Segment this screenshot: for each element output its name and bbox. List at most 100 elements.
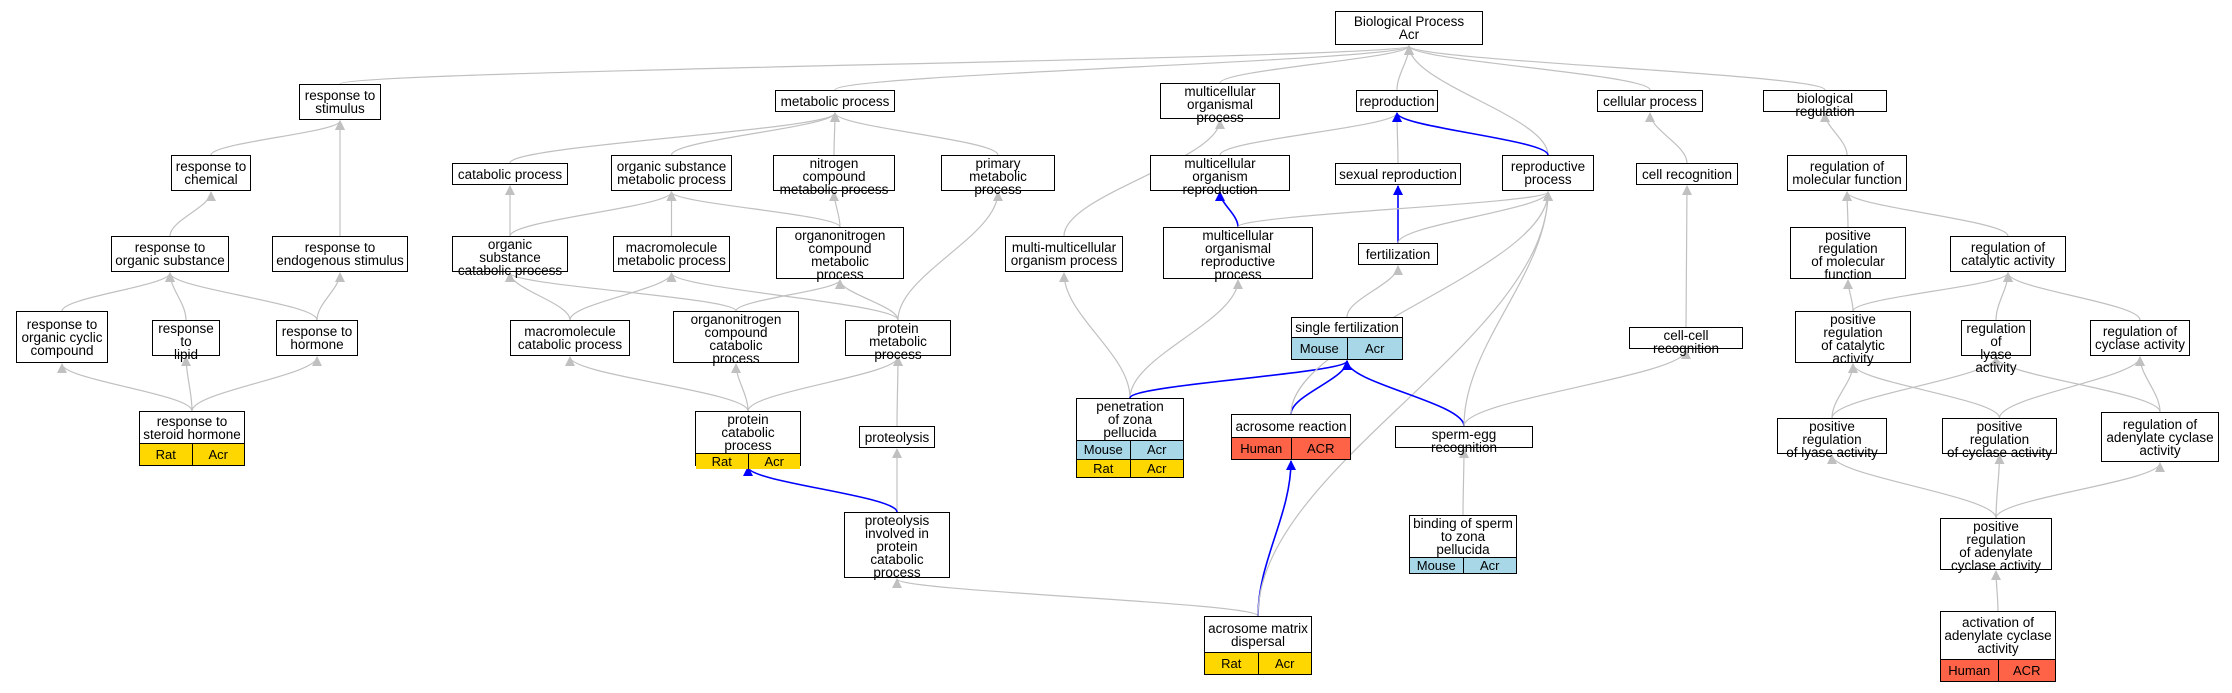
go-term-node-ser[interactable]: sperm-egg recognition xyxy=(1395,426,1533,454)
go-term-node-reprop[interactable]: reproductive process xyxy=(1502,155,1594,191)
go-term-node-sexrep[interactable]: sexual reproduction xyxy=(1335,163,1461,185)
go-term-node-rla[interactable]: regulation of lyase activity xyxy=(1961,320,2031,374)
highlighted-edge xyxy=(1257,460,1296,617)
go-term-node-mcrp[interactable]: multicellular organismal reproductive pr… xyxy=(1163,227,1313,281)
is-a-edge xyxy=(1290,191,1553,415)
is-a-edge xyxy=(1392,112,1403,164)
go-term-label: regulation of catalytic activity xyxy=(1961,240,2055,268)
go-term-node-pmp[interactable]: primary metabolic process xyxy=(941,155,1055,196)
go-term-node-occp[interactable]: organonitrogen compound catabolic proces… xyxy=(673,311,799,365)
go-term-node-rca[interactable]: regulation of catalytic activity xyxy=(1950,236,2066,272)
go-term-label: protein metabolic process xyxy=(869,321,927,362)
go-term-node-prmf[interactable]: positive regulation of molecular functio… xyxy=(1790,227,1906,281)
go-term-node-prcyc[interactable]: positive regulation of cyclase activity xyxy=(1942,418,2057,459)
go-term-node-mor[interactable]: multicellular organism reproduction xyxy=(1150,155,1290,196)
go-term-label: macromolecule catabolic process xyxy=(517,324,623,352)
go-term-node-rhorm[interactable]: response to hormone xyxy=(276,320,358,356)
species-cell: Mouse xyxy=(1083,442,1123,458)
go-term-node-res[interactable]: response to endogenous stimulus xyxy=(272,236,408,272)
go-term-node-bp[interactable]: Biological Process Acr xyxy=(1335,11,1483,45)
go-term-node-oscp[interactable]: organic substance catabolic process xyxy=(452,236,568,277)
go-term-node-regmol[interactable]: regulation of molecular function xyxy=(1787,155,1907,191)
go-term-node-prla[interactable]: positive regulation of lyase activity xyxy=(1777,418,1887,459)
gene-cell: ACR xyxy=(1290,438,1351,459)
is-a-edge xyxy=(1396,45,1414,91)
go-term-node-mcp[interactable]: macromolecule catabolic process xyxy=(510,320,630,356)
go-term-node-rocc[interactable]: response to organic cyclic compound xyxy=(16,311,108,363)
is-a-edge xyxy=(1059,272,1131,399)
is-a-edge xyxy=(1848,363,2001,419)
go-term-node-osmp[interactable]: organic substance metabolic process xyxy=(611,155,732,191)
go-term-label: proteolysis involved in protein cataboli… xyxy=(864,513,930,580)
go-term-node-bioreg[interactable]: biological regulation xyxy=(1763,90,1887,118)
go-term-node-mmop[interactable]: multi-multicellular organism process xyxy=(1005,236,1123,272)
is-a-edge xyxy=(61,272,175,312)
is-a-edge xyxy=(1404,45,1549,156)
go-term-node-aaca[interactable]: activation of adenylate cyclase activity… xyxy=(1940,611,2056,682)
go-term-node-praca[interactable]: positive regulation of adenylate cyclase… xyxy=(1940,518,2052,572)
go-term-node-mcop[interactable]: multicellular organismal process xyxy=(1160,83,1280,124)
go-term-node-fert[interactable]: fertilization xyxy=(1358,243,1438,265)
go-term-node-ncmp[interactable]: nitrogen compound metabolic process xyxy=(773,155,895,196)
go-term-node-pipcp[interactable]: proteolysis involved in protein cataboli… xyxy=(844,512,950,580)
go-term-label: reproductive process xyxy=(1510,159,1586,187)
is-a-edge xyxy=(1063,119,1225,237)
is-a-edge xyxy=(509,191,677,237)
go-term-node-rchem[interactable]: response to chemical xyxy=(171,155,251,191)
go-term-label: positive regulation of lyase activity xyxy=(1786,419,1878,460)
go-term-node-repro[interactable]: reproduction xyxy=(1356,90,1438,112)
go-term-node-prca[interactable]: positive regulation of catalytic activit… xyxy=(1795,311,1911,365)
go-term-label: primary metabolic process xyxy=(969,156,1027,197)
gene-cell: Acr xyxy=(747,454,801,469)
go-term-node-ocmp[interactable]: organonitrogen compound metabolic proces… xyxy=(776,227,904,281)
go-term-node-metab[interactable]: metabolic process xyxy=(775,90,895,112)
is-a-edge xyxy=(735,279,845,312)
highlighted-edge xyxy=(743,466,898,513)
species-cell: Human xyxy=(1240,441,1283,456)
is-a-edge xyxy=(1397,191,1553,244)
go-term-label: nitrogen compound metabolic process xyxy=(779,156,889,197)
go-term-label: cell-cell recognition xyxy=(1652,328,1720,356)
go-term-node-prot[interactable]: proteolysis xyxy=(859,426,935,448)
go-term-node-rlip[interactable]: response to lipid xyxy=(152,320,220,361)
gene-cell: Acr xyxy=(191,444,245,465)
go-term-node-raca[interactable]: regulation of adenylate cyclase activity xyxy=(2101,412,2219,462)
go-term-label: regulation of cyclase activity xyxy=(2094,324,2186,352)
go-term-node-cellrec[interactable]: cell recognition xyxy=(1636,163,1738,185)
is-a-edge xyxy=(505,272,571,321)
gene-cell: Acr xyxy=(1346,338,1403,359)
go-term-node-ccrec[interactable]: cell-cell recognition xyxy=(1629,327,1743,355)
species-cell: Mouse xyxy=(1299,341,1339,356)
go-term-node-ros[interactable]: response to organic substance xyxy=(111,236,229,272)
is-a-edge xyxy=(505,272,737,312)
go-term-node-protmp[interactable]: protein metabolic process xyxy=(845,320,951,361)
is-a-edge xyxy=(57,363,193,412)
is-a-edge xyxy=(1237,191,1553,228)
is-a-edge xyxy=(1458,448,1469,516)
go-term-label: biological regulation xyxy=(1795,91,1855,119)
go-term-label: cellular process xyxy=(1603,93,1697,109)
go-term-node-cellp[interactable]: cellular process xyxy=(1597,90,1703,112)
go-term-node-rcyc[interactable]: regulation of cyclase activity xyxy=(2090,320,2190,356)
go-term-label: macromolecule metabolic process xyxy=(617,240,726,268)
is-a-edge xyxy=(747,356,903,412)
go-term-node-rstim[interactable]: response to stimulus xyxy=(299,84,381,120)
gene-cell: Acr xyxy=(1257,653,1312,674)
is-a-edge xyxy=(829,191,841,228)
is-a-edge xyxy=(1404,45,1651,91)
is-a-edge xyxy=(1995,462,2165,519)
go-term-node-mmp[interactable]: macromolecule metabolic process xyxy=(613,236,730,272)
go-term-label: binding of sperm to zona pellucida xyxy=(1413,516,1513,557)
go-term-node-catab[interactable]: catabolic process xyxy=(452,163,568,185)
gene-cell: ACR xyxy=(1997,660,2056,681)
